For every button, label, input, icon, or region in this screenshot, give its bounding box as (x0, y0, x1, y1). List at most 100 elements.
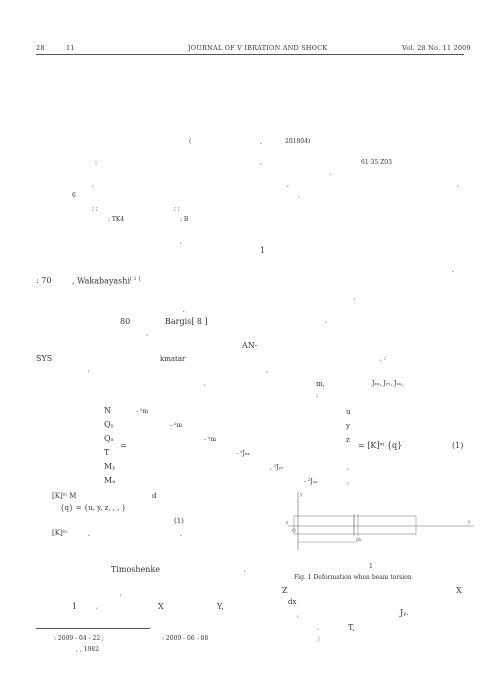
matrix-mid-5: - ²Jₔₔ (304, 478, 318, 485)
intro-author: , Wakabayashi[ 1 ] (72, 276, 140, 286)
keyword-separators: ; ; (92, 205, 98, 212)
affil-paren: ( (189, 138, 192, 145)
abstract-digit: 6 (72, 192, 76, 199)
beam-torsion-figure: y x z O dx (286, 492, 474, 550)
affil-postcode: 201804) (285, 138, 311, 145)
abstract-period: . (298, 192, 300, 199)
figure-number: 1 (369, 563, 373, 570)
abstract-colon: : (95, 159, 98, 166)
ansys-colon: : (316, 392, 319, 399)
author-birth: , , 1982 (76, 646, 99, 653)
body-comma-4: , (120, 590, 122, 597)
abstract-comma-4: , (287, 181, 289, 188)
section-number: 1 (260, 246, 266, 255)
ansys-comma-2: , (88, 366, 90, 373)
body-t: T, (348, 623, 355, 632)
matrix-rhs: = [K]ᵐ {q} (358, 441, 403, 450)
matrix-mid-3: - ²Jₓₓ (236, 450, 250, 457)
stiffness-matrix-label-2: [K]ᵐ (52, 529, 67, 537)
ansys-comma: , (266, 367, 268, 374)
matrix-right-2: z (346, 436, 350, 444)
intro-comma-2: , (452, 266, 454, 273)
fig-y-label: y (299, 493, 303, 498)
equation-number: (1) (452, 441, 464, 450)
figure-caption: Fig. 1 Deformation when beam torsion (294, 574, 412, 581)
inertia-labels: Jₓₓ, Jᵧᵧ, Jᵤᵤ, (372, 380, 404, 387)
ansys-comma-3: , (204, 380, 206, 387)
body-eq-ref: (1) (174, 517, 184, 525)
classification-code: : TK4 (108, 216, 125, 223)
body-comma-3: , (244, 566, 246, 573)
fig-dx-label: dx (356, 537, 362, 543)
affil-comma: , (260, 138, 262, 145)
body-y-axis: Y, (217, 602, 224, 611)
intro-comma-5: , (325, 317, 327, 324)
intro-comma-6: , (146, 330, 148, 337)
ansys-sys: SYS (36, 354, 53, 363)
matrix-mid-4: , ²Jᵧᵧ (270, 464, 284, 471)
matrix-mid-2: - ²m (204, 436, 217, 443)
body-z: Z (282, 586, 288, 595)
volume-info: Vol. 28 No. 11 2009 (402, 44, 471, 52)
matrix-left-2: Qₔ (104, 434, 114, 443)
fig-beam-left (293, 515, 355, 535)
body-comma: , (88, 530, 90, 537)
matrix-right-comma-2: , (347, 478, 349, 485)
fig-beam-right (353, 515, 417, 535)
abstract-comma-2: , (330, 169, 332, 176)
matrix-left-3: T (104, 448, 110, 457)
page-number: 28 (36, 44, 45, 52)
ref-marker: [ 1 ] (130, 276, 141, 282)
intro-year: : 70 (36, 276, 52, 285)
fig-z-label: z (286, 521, 289, 526)
matrix-right-1: y (346, 422, 350, 430)
dof-vector: {q} = {u, y, z, , , } (60, 504, 127, 512)
received-date: : 2009 - 04 - 22 ; (54, 635, 105, 642)
matrix-mid-1: - ²m (170, 422, 183, 429)
body-semicolon: ; (318, 635, 321, 642)
author-name: , Wakabayashi (72, 276, 130, 286)
body-x: X (456, 586, 462, 595)
intro-comma: , (180, 238, 182, 245)
matrix-equals: = (120, 441, 127, 450)
intro-num: 80 (120, 317, 131, 326)
fig-x-label: x (468, 520, 471, 525)
issue-number: 11 (66, 44, 75, 52)
matrix-right-comma-1: , (347, 464, 349, 471)
matrix-left-0: N (104, 406, 111, 415)
mass-label: m, (316, 380, 325, 388)
header-rule (36, 54, 464, 55)
footnote-rule (36, 628, 150, 629)
journal-name: JOURNAL OF V IBRATION AND SHOCK (188, 44, 328, 52)
document-code: : B (180, 216, 189, 223)
body-x-axis: X (158, 602, 164, 611)
body-comma-6: , (297, 611, 299, 618)
ansys-comma-colon: , : (380, 355, 386, 362)
matrix-mid-0: - ²m (136, 408, 149, 415)
abstract-comma: , (260, 159, 262, 166)
matrix-right-0: u (346, 408, 351, 416)
keyword-separators-2: ; ; (174, 205, 180, 212)
body-dx: dx (288, 598, 297, 606)
abstract-comma-3: , (92, 181, 94, 188)
intro-comma-4: , (183, 306, 185, 313)
body-d: d (152, 492, 157, 500)
intro-comma-3: , (354, 294, 356, 301)
ansys-an: AN- (242, 341, 258, 350)
body-j: Jᵧ. (400, 608, 409, 617)
body-comma-2: , (180, 530, 182, 537)
matrix-left-4: Mᵧ (104, 462, 116, 471)
fig-origin-label: O (292, 528, 296, 534)
timoshenke: Timoshenke (111, 565, 161, 574)
body-comma-7: , (317, 624, 319, 631)
matrix-left-5: Mₔ (104, 476, 116, 485)
body-one: 1 (72, 602, 78, 611)
revised-date: : 2009 - 06 - 08 (162, 635, 209, 642)
matrix-left-1: Qᵧ (104, 420, 114, 429)
body-comma-5: , (96, 603, 98, 610)
fund-code: 61 35 Z03 (361, 159, 392, 166)
stiffness-matrix-label: [K]ᵐ M (52, 492, 77, 500)
ansys-kmatar: kmatar (160, 355, 186, 363)
abstract-comma-5: , (457, 181, 459, 188)
intro-bargis: Bargis[ 8 ] (165, 317, 208, 326)
